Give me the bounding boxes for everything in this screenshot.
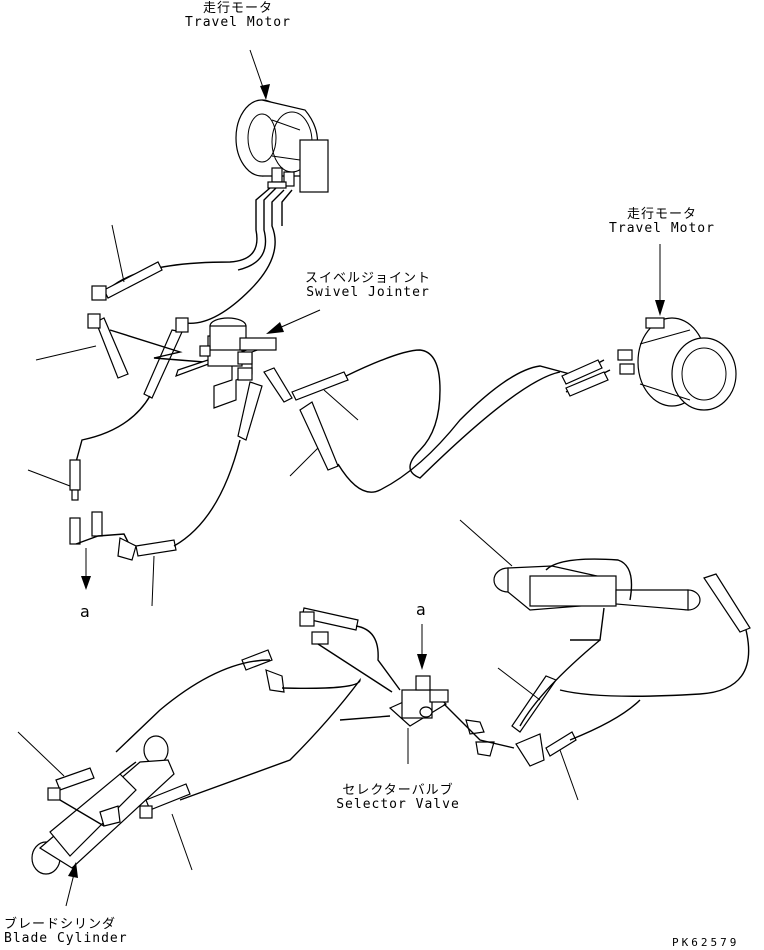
ref-a-left: a (80, 602, 90, 621)
travel-motor-right-jp: 走行モータ (626, 207, 698, 222)
center-hoses (237, 349, 611, 493)
selector-valve-en: Selector Valve (336, 797, 460, 812)
travel-motor-top-drawing (235, 49, 329, 193)
top-motor-pipes (109, 187, 293, 324)
travel-motor-top-label: 走行モータ Travel Motor (185, 2, 291, 30)
selector-valve-label: セレクターバルブ Selector Valve (336, 784, 460, 812)
blade-cylinder-jp: ブレードシリンダ (4, 917, 117, 932)
swivel-joint-label: スイベルジョイント Swivel Jointer (305, 272, 431, 300)
left-upper-hoses (35, 224, 205, 463)
selector-valve-jp: セレクターバルブ (342, 783, 454, 798)
blade-cylinder-label: ブレードシリンダ Blade Cylinder (4, 918, 128, 946)
left-fittings (27, 439, 241, 607)
travel-motor-top-en: Travel Motor (185, 15, 291, 30)
blade-cylinder-en: Blade Cylinder (4, 931, 128, 946)
travel-motor-right-label: 走行モータ Travel Motor (609, 208, 715, 236)
swivel-joint-jp: スイベルジョイント (304, 271, 432, 286)
travel-motor-top-jp: 走行モータ (202, 1, 274, 16)
selector-valve-drawing (388, 624, 641, 801)
travel-motor-right-drawing (617, 244, 737, 411)
blade-cylinder-drawing (17, 731, 193, 907)
right-cylinder-drawing (459, 519, 751, 697)
ref-a-valve: a (416, 600, 426, 619)
drawing-code: PK62579 (672, 936, 740, 949)
swivel-joint-drawing (175, 309, 321, 409)
travel-motor-right-en: Travel Motor (609, 221, 715, 236)
valve-to-blade-pipes (115, 607, 401, 801)
swivel-joint-en: Swivel Jointer (306, 285, 430, 300)
